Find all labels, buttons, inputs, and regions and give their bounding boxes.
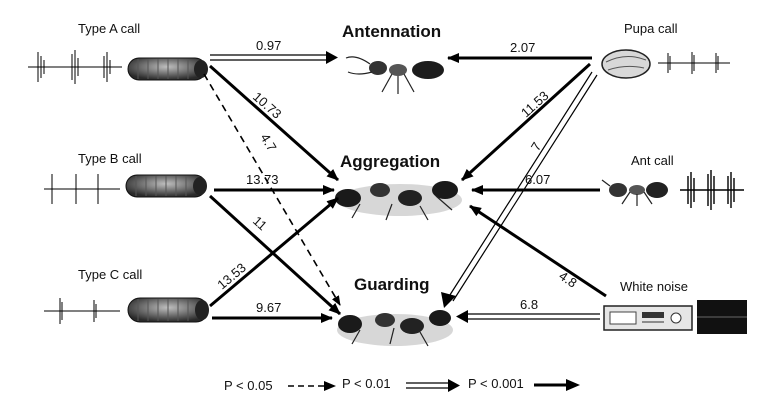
ant-icon (601, 179, 668, 206)
legend: P < 0.05 P < 0.01 P < 0.001 (224, 376, 580, 393)
value-type-a-guarding: 4.7 (257, 131, 279, 154)
label-white-noise: White noise (620, 279, 688, 294)
waveform-icon (28, 50, 122, 84)
waveform-icon (44, 298, 120, 324)
legend-dashed-arrowhead (324, 381, 336, 391)
label-type-a-call: Type A call (78, 21, 140, 36)
arrow-type-a-antennation (210, 51, 338, 64)
pupa-icon (601, 49, 651, 79)
label-pupa-call: Pupa call (624, 21, 678, 36)
stereo-icon (603, 305, 693, 331)
waveform-icon (697, 300, 747, 334)
waveform-icon (44, 174, 120, 204)
ant-icon (345, 56, 444, 94)
arrow-type-a-aggregation (209, 64, 339, 182)
arrow-pupa-aggregation (460, 62, 592, 182)
title-aggregation: Aggregation (340, 152, 440, 171)
waveform-icon (680, 170, 744, 210)
value-type-b-aggregation: 13.73 (246, 172, 279, 187)
legend-p001-label: P < 0.001 (468, 376, 524, 391)
caterpillar-icon (125, 174, 207, 198)
ant-icon (335, 181, 462, 221)
value-ant-aggregation: 6.07 (525, 172, 550, 187)
value-pupa-antennation: 2.07 (510, 40, 535, 55)
value-type-c-guarding: 9.67 (256, 300, 281, 315)
legend-double-line (406, 379, 460, 392)
value-noise-aggregation: 4.8 (556, 268, 579, 291)
legend-p05-label: P < 0.05 (224, 378, 273, 393)
title-antennation: Antennation (342, 22, 441, 41)
arrow-noise-aggregation (469, 204, 607, 298)
arrow-noise-guarding (456, 310, 600, 323)
arrow-pupa-guarding (441, 71, 598, 308)
label-type-b-call: Type B call (78, 151, 142, 166)
ant-icon (337, 310, 453, 347)
value-noise-guarding: 6.8 (520, 297, 538, 312)
legend-bold-arrowhead (566, 379, 580, 391)
value-type-b-guarding: 11 (250, 213, 270, 233)
caterpillar-icon (127, 57, 208, 81)
arrow-type-b-guarding (208, 194, 342, 316)
label-type-c-call: Type C call (78, 267, 142, 282)
label-ant-call: Ant call (631, 153, 674, 168)
caterpillar-icon (127, 297, 209, 323)
legend-p01-label: P < 0.01 (342, 376, 391, 391)
waveform-icon (658, 52, 730, 74)
arrow-type-c-aggregation (209, 196, 339, 308)
value-type-a-antennation: 0.97 (256, 38, 281, 53)
title-guarding: Guarding (354, 275, 430, 294)
